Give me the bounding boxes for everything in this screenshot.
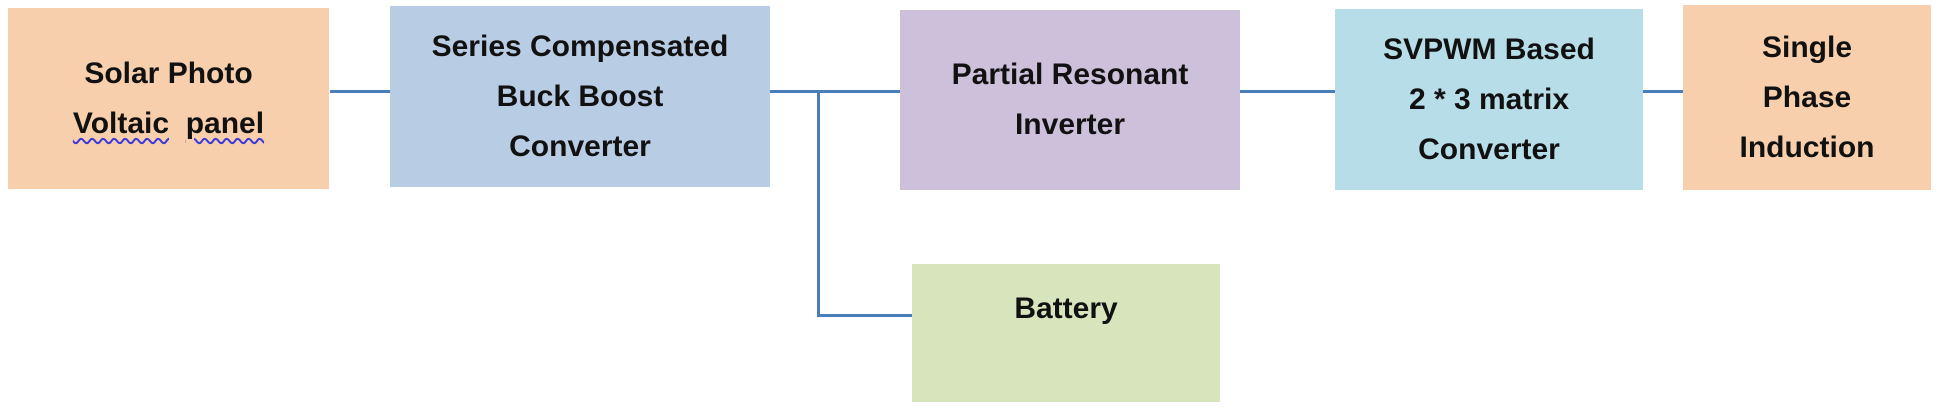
- matrix-converter-label-line1: SVPWM Based: [1383, 32, 1595, 66]
- battery-label: Battery: [1014, 292, 1118, 325]
- inverter-label-line1: Partial Resonant: [951, 58, 1189, 91]
- svpwm-matrix-converter-block: SVPWM Based 2 * 3 matrix Converter: [1335, 9, 1643, 190]
- buck-boost-label-line2: Buck Boost: [496, 79, 664, 113]
- inverter-label-line2: Inverter: [1014, 108, 1126, 141]
- single-phase-induction-block: Single Phase Induction: [1683, 5, 1931, 190]
- connector-battery-vertical: [817, 90, 820, 317]
- buck-boost-label-line1: Series Compensated: [431, 29, 729, 63]
- connector-solar-to-buckboost: [330, 90, 390, 93]
- series-compensated-buck-boost-converter-block: Series Compensated Buck Boost Converter: [390, 6, 770, 187]
- induction-label-line3: Induction: [1739, 130, 1875, 164]
- induction-label-line1: Single: [1761, 30, 1852, 64]
- connector-buckboost-to-inverter: [770, 90, 900, 93]
- connector-matrix-to-induction: [1643, 90, 1683, 93]
- connector-battery-horizontal: [817, 314, 912, 317]
- solar-panel-label-line2: Voltaic panel: [73, 99, 264, 149]
- matrix-converter-label-line3: Converter: [1418, 132, 1560, 166]
- buck-boost-label-line3: Converter: [509, 129, 651, 163]
- induction-label-line2: Phase: [1762, 80, 1852, 114]
- solar-panel-label-line1: Solar Photo: [84, 56, 253, 90]
- connector-inverter-to-matrix: [1240, 90, 1335, 93]
- battery-block: Battery: [912, 264, 1220, 402]
- matrix-converter-label-line2: 2 * 3 matrix: [1408, 82, 1570, 116]
- partial-resonant-inverter-block: Partial Resonant Inverter: [900, 10, 1240, 190]
- solar-photovoltaic-panel-block: Solar Photo Voltaic panel: [8, 8, 329, 189]
- solar-panel-label-word-panel: panel: [185, 106, 265, 140]
- solar-panel-label-word-voltaic: Voltaic: [72, 106, 170, 140]
